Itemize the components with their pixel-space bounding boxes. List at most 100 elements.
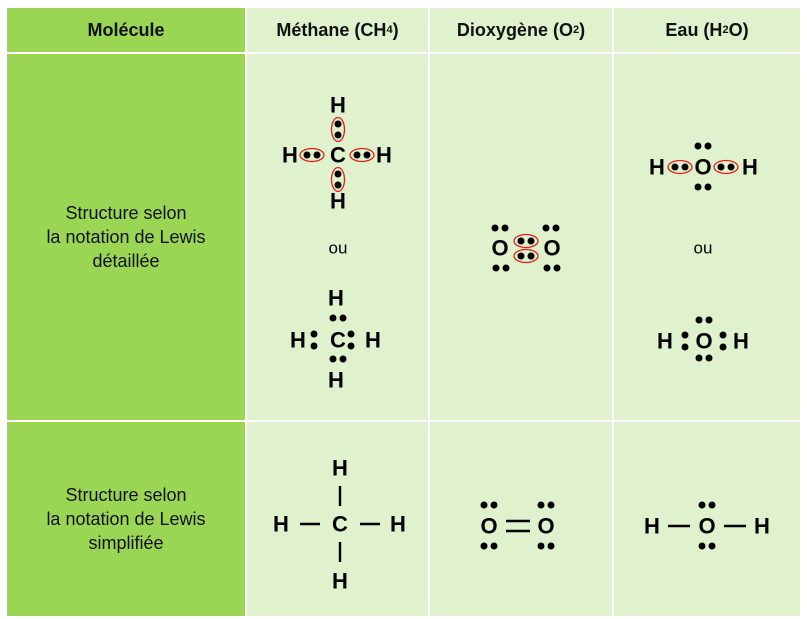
subscript: 4 — [386, 24, 393, 36]
electron — [490, 542, 498, 550]
electron — [708, 501, 716, 509]
methane-lewis-simplified: H C H H H — [273, 456, 406, 594]
electron — [708, 542, 716, 550]
electron — [329, 355, 337, 363]
atom-h: H — [328, 286, 344, 311]
electron — [704, 142, 712, 150]
row-label-line: Structure selon — [65, 203, 187, 223]
electron — [681, 163, 689, 171]
electron — [313, 151, 321, 159]
atom-h: H — [365, 328, 381, 353]
electron — [705, 316, 713, 324]
dioxygen-simplified-cell: O O — [430, 422, 612, 616]
water-structure-2: O H H — [657, 316, 749, 362]
header-label: Dioxygène (O — [456, 19, 573, 40]
methane-simplified-cell: H C H H H — [247, 422, 428, 616]
atom-o: O — [480, 514, 497, 539]
atom-h: H — [332, 456, 348, 481]
atom-h: H — [390, 512, 406, 537]
atom-h: H — [330, 93, 346, 118]
electron — [727, 163, 735, 171]
dioxygen-detailed-cell: O O — [430, 54, 612, 420]
atom-c: C — [332, 512, 348, 537]
electron — [537, 501, 545, 509]
header-label-end: O) — [728, 19, 749, 40]
electron — [347, 330, 355, 338]
electron — [694, 183, 702, 191]
bond-pair-highlight — [299, 147, 325, 163]
atom-h: H — [332, 569, 348, 594]
electron — [480, 542, 488, 550]
electron — [347, 342, 355, 350]
electron — [543, 264, 551, 272]
electron — [552, 224, 560, 232]
header-label: Eau (H — [665, 19, 723, 40]
atom-c: C — [330, 328, 346, 353]
bond-pair-highlight — [667, 159, 693, 175]
atom-h: H — [376, 143, 392, 168]
electron — [363, 151, 371, 159]
electron — [695, 316, 703, 324]
electron — [334, 181, 342, 189]
electron — [492, 264, 500, 272]
water-lewis-simplified: O H H — [644, 501, 770, 550]
subscript: 2 — [572, 24, 580, 36]
water-detailed-cell: O H H ou O H H — [614, 54, 800, 420]
atom-h: H — [328, 368, 344, 393]
header-label-end: ) — [392, 19, 399, 40]
atom-h: H — [330, 189, 346, 214]
electron — [334, 131, 342, 139]
atom-o: O — [537, 514, 554, 539]
methane-detailed-cell: H C H H H ou H C H H H — [247, 54, 428, 420]
electron — [339, 314, 347, 322]
electron — [527, 252, 535, 260]
electron — [339, 355, 347, 363]
electron — [681, 331, 689, 339]
atom-h: H — [282, 143, 298, 168]
header-molecule: Molécule — [7, 8, 245, 52]
atom-o: O — [491, 236, 508, 261]
row-label-simplified: Structure selon la notation de Lewis sim… — [7, 422, 245, 616]
row-label-detailed: Structure selon la notation de Lewis dét… — [7, 54, 245, 420]
atom-h: H — [733, 329, 749, 354]
bond-pair-highlight — [330, 166, 346, 193]
electron — [681, 343, 689, 351]
electron — [719, 343, 727, 351]
electron — [517, 237, 525, 245]
dioxygen-lewis-simplified: O O — [480, 501, 555, 550]
atom-h: H — [754, 514, 770, 539]
electron — [502, 264, 510, 272]
electron — [547, 501, 555, 509]
row-label-line: la notation de Lewis — [46, 509, 206, 529]
methane-structure-2: H C H H H — [290, 286, 381, 393]
electron — [547, 542, 555, 550]
electron — [537, 542, 545, 550]
electron — [303, 151, 311, 159]
electron — [698, 542, 706, 550]
electron — [490, 501, 498, 509]
electron — [698, 501, 706, 509]
atom-o: O — [543, 236, 560, 261]
water-simplified-cell: O H H — [614, 422, 800, 616]
atom-o: O — [694, 155, 711, 180]
electron — [671, 163, 679, 171]
header-label: Méthane (CH — [276, 19, 387, 40]
electron — [717, 163, 725, 171]
electron — [705, 354, 713, 362]
atom-h: H — [657, 329, 673, 354]
electron — [517, 252, 525, 260]
electron — [310, 330, 318, 338]
water-lewis-detailed: O H H ou O H H — [649, 142, 758, 362]
electron — [480, 501, 488, 509]
electron — [310, 342, 318, 350]
bond-pair-highlight — [513, 248, 539, 264]
electron — [695, 354, 703, 362]
electron — [704, 183, 712, 191]
atom-c: C — [330, 143, 346, 168]
electron — [542, 224, 550, 232]
electron — [353, 151, 361, 159]
header-label: Molécule — [87, 19, 165, 40]
